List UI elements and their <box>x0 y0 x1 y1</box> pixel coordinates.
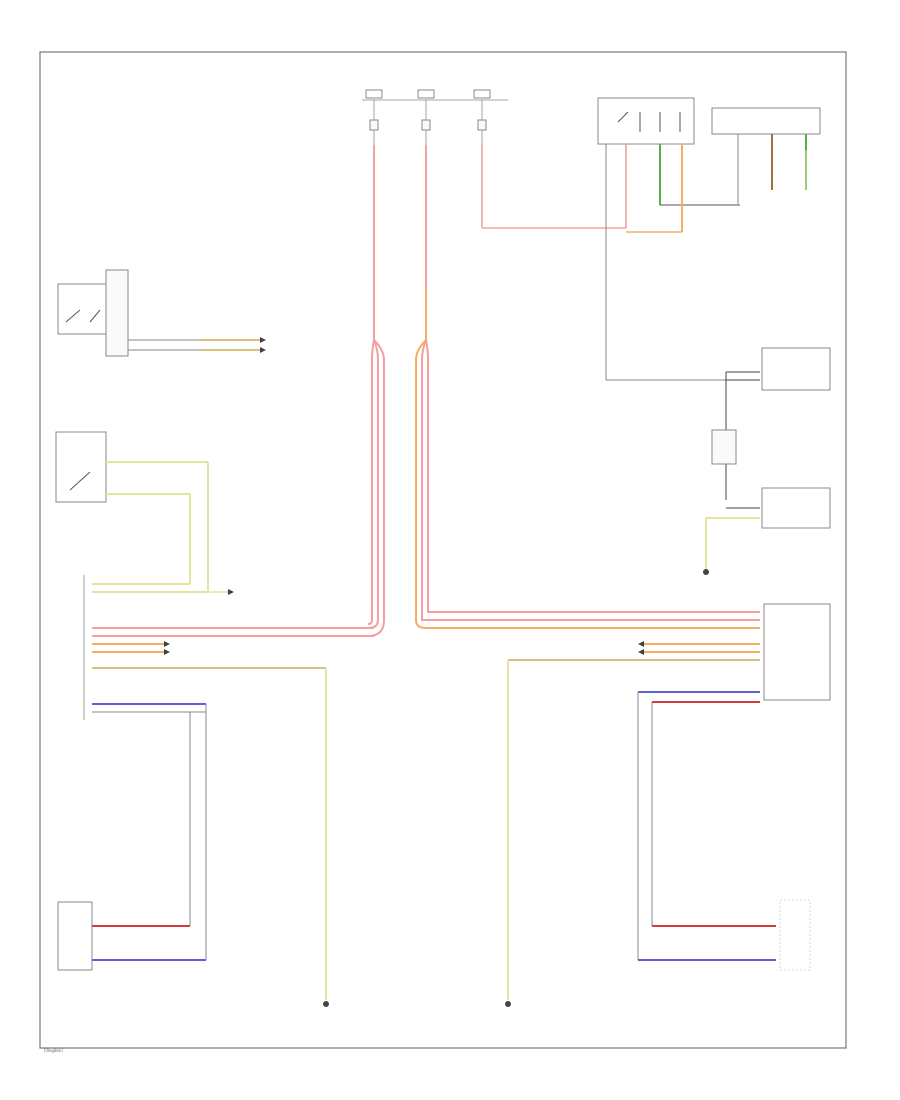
fuse-group <box>362 89 508 145</box>
switch-module-upper <box>57 269 266 357</box>
fuse-2 <box>417 89 435 145</box>
fuse-1 <box>365 89 383 145</box>
heater-right <box>637 691 811 971</box>
relay-box <box>597 97 695 145</box>
control-module-wires <box>737 134 807 205</box>
relay-output-wires <box>605 144 740 380</box>
wire-red-3 <box>481 144 627 229</box>
harness-right-bend <box>415 339 760 629</box>
control-module-top <box>711 107 821 135</box>
switch-module-middle <box>55 431 209 592</box>
left-connector <box>83 575 374 720</box>
right-connector-wires <box>508 641 760 661</box>
ground-wire-left <box>323 668 329 1007</box>
diagram-frame <box>39 51 847 1049</box>
right-module <box>763 603 831 701</box>
fuse-3 <box>473 89 491 145</box>
ground-wire-right <box>505 660 511 1007</box>
heater-left <box>57 704 207 971</box>
harness-left-bend <box>367 339 385 637</box>
footer-code: [illegible] <box>44 1048 63 1053</box>
right-upper-connectors <box>606 347 831 575</box>
